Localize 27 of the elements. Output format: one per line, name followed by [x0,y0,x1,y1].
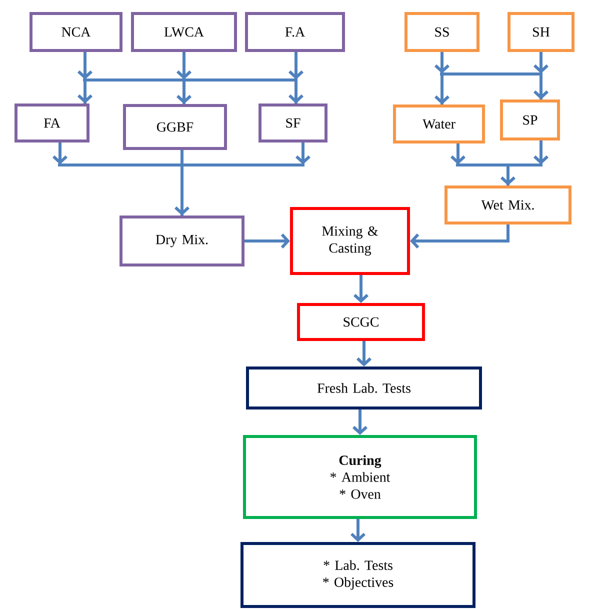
arrow [52,141,311,217]
arrow [410,224,510,249]
process-box: * Lab. Tests * Objectives [240,542,476,608]
process-box: GGBF [123,104,227,150]
process-box: LWCA [131,12,237,52]
arrow [353,275,369,303]
process-box: SS [404,12,480,52]
process-box: FA [14,104,90,142]
process-box: SP [500,100,560,140]
arrow [356,341,372,366]
arrow [352,410,368,435]
process-box: NCA [30,12,122,52]
arrow [450,139,549,187]
process-box: Dry Mix. [120,216,244,266]
process-box: F.A [245,12,345,52]
arrow [77,50,304,106]
process-box: SH [508,12,574,52]
process-box: Mixing & Casting [290,207,410,275]
process-box: Water [393,104,485,144]
process-box: Fresh Lab. Tests [246,366,482,410]
process-box: Curing * Ambient * Oven [243,435,477,519]
process-box: SCGC [297,303,425,341]
process-box: Wet Mix. [444,186,572,224]
arrow [434,50,549,106]
arrow [350,519,366,542]
arrow [244,233,290,249]
process-box: SF [258,104,328,142]
